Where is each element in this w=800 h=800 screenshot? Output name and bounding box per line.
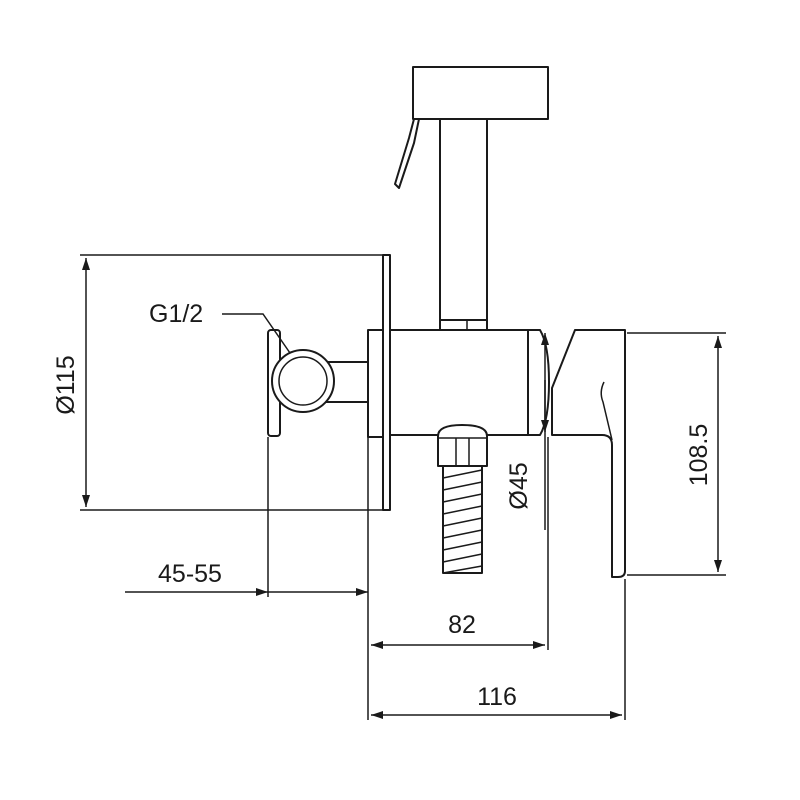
total-length-label: 116 — [477, 683, 517, 711]
connector-ring-outer — [271, 349, 335, 413]
body-length-label: 82 — [448, 611, 476, 639]
shower-trigger — [394, 118, 420, 189]
mixer-assembly — [367, 254, 626, 578]
dimension-plate-diameter: Ø115 — [52, 254, 383, 511]
dimension-wall-offset: 45-55 — [125, 437, 369, 720]
connector-ring-inner — [278, 356, 328, 406]
hose-thread — [442, 469, 483, 574]
dimension-total-length: 116 — [371, 579, 626, 720]
shower-stem — [439, 118, 488, 321]
shower-hose — [437, 424, 488, 574]
height-label: 108.5 — [685, 424, 713, 487]
thread-callout: G1/2 — [149, 300, 291, 354]
dimension-body-length: 82 — [371, 437, 549, 650]
dimension-body-diameter: Ø45 — [505, 333, 549, 530]
dimension-height: 108.5 — [627, 332, 726, 576]
plate-diameter-label: Ø115 — [52, 355, 80, 414]
hand-shower — [394, 66, 549, 331]
body-diameter-label: Ø45 — [505, 462, 533, 509]
shower-head — [412, 66, 549, 120]
wall-offset-label: 45-55 — [158, 560, 222, 588]
thread-label: G1/2 — [149, 300, 203, 328]
hose-nut — [437, 424, 488, 467]
lever-handle — [551, 329, 626, 578]
mixer-body-end — [527, 329, 550, 436]
escutcheon-plate — [382, 254, 391, 511]
stem-nut — [439, 319, 488, 331]
mixer-body — [389, 329, 529, 436]
body-flange — [367, 329, 384, 438]
wall-connector — [267, 329, 369, 437]
lever-detail — [600, 381, 613, 441]
